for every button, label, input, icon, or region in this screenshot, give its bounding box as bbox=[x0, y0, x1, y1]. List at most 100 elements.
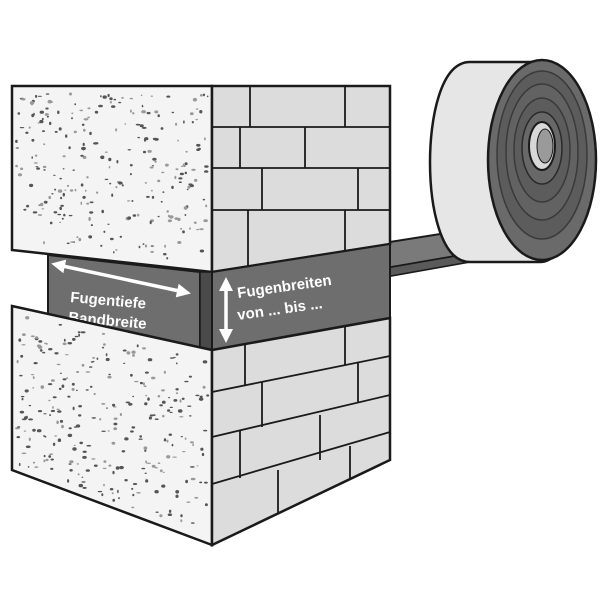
concrete-speckle bbox=[16, 359, 19, 364]
concrete-speckle bbox=[79, 441, 83, 445]
concrete-speckle bbox=[189, 227, 191, 230]
concrete-speckle bbox=[28, 126, 31, 129]
concrete-speckle bbox=[37, 410, 43, 413]
concrete-speckle bbox=[179, 172, 184, 176]
concrete-speckle bbox=[112, 403, 116, 407]
concrete-speckle bbox=[116, 160, 119, 164]
concrete-speckle bbox=[81, 123, 85, 127]
concrete-speckle bbox=[154, 467, 158, 469]
concrete-speckle bbox=[35, 94, 38, 98]
concrete-speckle bbox=[131, 350, 136, 354]
concrete-speckle bbox=[194, 178, 198, 182]
concrete-speckle bbox=[54, 188, 57, 191]
concrete-speckle bbox=[37, 122, 41, 124]
concrete-speckle bbox=[132, 214, 137, 217]
tape-roll bbox=[428, 58, 598, 264]
concrete-speckle bbox=[76, 371, 80, 373]
concrete-speckle bbox=[58, 387, 62, 391]
concrete-speckle bbox=[167, 214, 170, 218]
concrete-speckle bbox=[96, 357, 99, 360]
concrete-speckle bbox=[80, 154, 84, 157]
concrete-speckle bbox=[103, 483, 105, 487]
concrete-speckle bbox=[119, 465, 124, 470]
concrete-speckle bbox=[121, 96, 124, 99]
concrete-speckle bbox=[43, 169, 46, 171]
concrete-speckle bbox=[21, 344, 26, 346]
concrete-speckle bbox=[189, 441, 194, 444]
concrete-speckle bbox=[83, 128, 86, 132]
concrete-speckle bbox=[81, 476, 84, 478]
concrete-speckle bbox=[34, 154, 38, 157]
concrete-speckle bbox=[83, 118, 89, 121]
concrete-speckle bbox=[43, 459, 46, 463]
concrete-speckle bbox=[44, 113, 49, 116]
concrete-speckle bbox=[90, 224, 93, 227]
concrete-speckle bbox=[145, 394, 148, 397]
concrete-speckle bbox=[72, 169, 75, 171]
concrete-speckle bbox=[142, 347, 146, 350]
upper-concrete-texture bbox=[15, 92, 209, 260]
concrete-speckle bbox=[103, 460, 107, 463]
concrete-speckle bbox=[124, 123, 127, 125]
concrete-speckle bbox=[113, 417, 118, 420]
concrete-speckle bbox=[88, 366, 93, 368]
concrete-speckle bbox=[151, 195, 155, 199]
concrete-speckle bbox=[138, 438, 143, 440]
concrete-speckle bbox=[146, 111, 151, 115]
concrete-speckle bbox=[33, 362, 38, 365]
concrete-speckle bbox=[191, 168, 196, 171]
concrete-speckle bbox=[58, 323, 63, 326]
concrete-speckle bbox=[78, 333, 80, 337]
concrete-speckle bbox=[103, 343, 106, 346]
lower-concrete-texture bbox=[15, 316, 210, 524]
concrete-speckle bbox=[188, 415, 192, 417]
concrete-speckle bbox=[77, 473, 80, 476]
upper-block bbox=[10, 84, 392, 274]
concrete-speckle bbox=[35, 166, 39, 168]
concrete-speckle bbox=[154, 110, 159, 114]
concrete-speckle bbox=[20, 395, 25, 398]
concrete-speckle bbox=[204, 503, 208, 507]
concrete-speckle bbox=[64, 189, 67, 191]
concrete-speckle bbox=[32, 461, 36, 464]
concrete-speckle bbox=[48, 195, 51, 200]
concrete-speckle bbox=[23, 430, 27, 432]
concrete-speckle bbox=[119, 235, 123, 238]
concrete-speckle bbox=[196, 143, 201, 147]
concrete-speckle bbox=[65, 134, 68, 138]
concrete-speckle bbox=[130, 373, 133, 377]
concrete-speckle bbox=[28, 418, 33, 421]
concrete-speckle bbox=[167, 409, 171, 412]
concrete-speckle bbox=[27, 466, 30, 468]
concrete-speckle bbox=[152, 137, 158, 141]
concrete-speckle bbox=[125, 401, 131, 404]
concrete-speckle bbox=[40, 385, 45, 389]
concrete-speckle bbox=[111, 492, 114, 495]
concrete-speckle bbox=[36, 167, 40, 170]
concrete-speckle bbox=[56, 420, 59, 425]
concrete-speckle bbox=[187, 405, 192, 407]
concrete-speckle bbox=[204, 137, 206, 141]
concrete-speckle bbox=[85, 371, 91, 373]
concrete-speckle bbox=[67, 433, 73, 438]
concrete-speckle bbox=[166, 439, 169, 443]
concrete-speckle bbox=[59, 221, 62, 223]
concrete-speckle bbox=[86, 444, 92, 447]
concrete-speckle bbox=[21, 452, 27, 455]
concrete-speckle bbox=[202, 198, 206, 201]
concrete-speckle bbox=[61, 384, 65, 388]
concrete-speckle bbox=[150, 245, 154, 247]
concrete-speckle bbox=[41, 117, 44, 121]
concrete-speckle bbox=[89, 131, 92, 136]
concrete-speckle bbox=[75, 389, 78, 391]
concrete-speckle bbox=[171, 443, 174, 447]
concrete-speckle bbox=[54, 130, 58, 133]
concrete-speckle bbox=[100, 95, 102, 98]
concrete-speckle bbox=[44, 342, 47, 344]
concrete-speckle bbox=[87, 107, 91, 110]
concrete-speckle bbox=[17, 112, 21, 115]
concrete-speckle bbox=[113, 427, 118, 431]
concrete-speckle bbox=[102, 467, 107, 470]
concrete-speckle bbox=[109, 182, 112, 185]
